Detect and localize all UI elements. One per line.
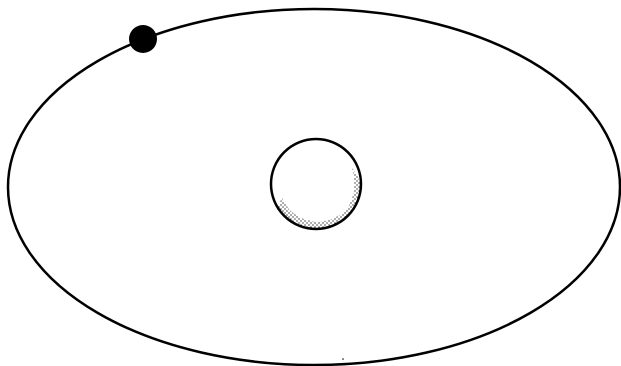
- central-body: [271, 139, 362, 234]
- stray-mark: [342, 358, 344, 360]
- orbiting-body: [129, 25, 157, 53]
